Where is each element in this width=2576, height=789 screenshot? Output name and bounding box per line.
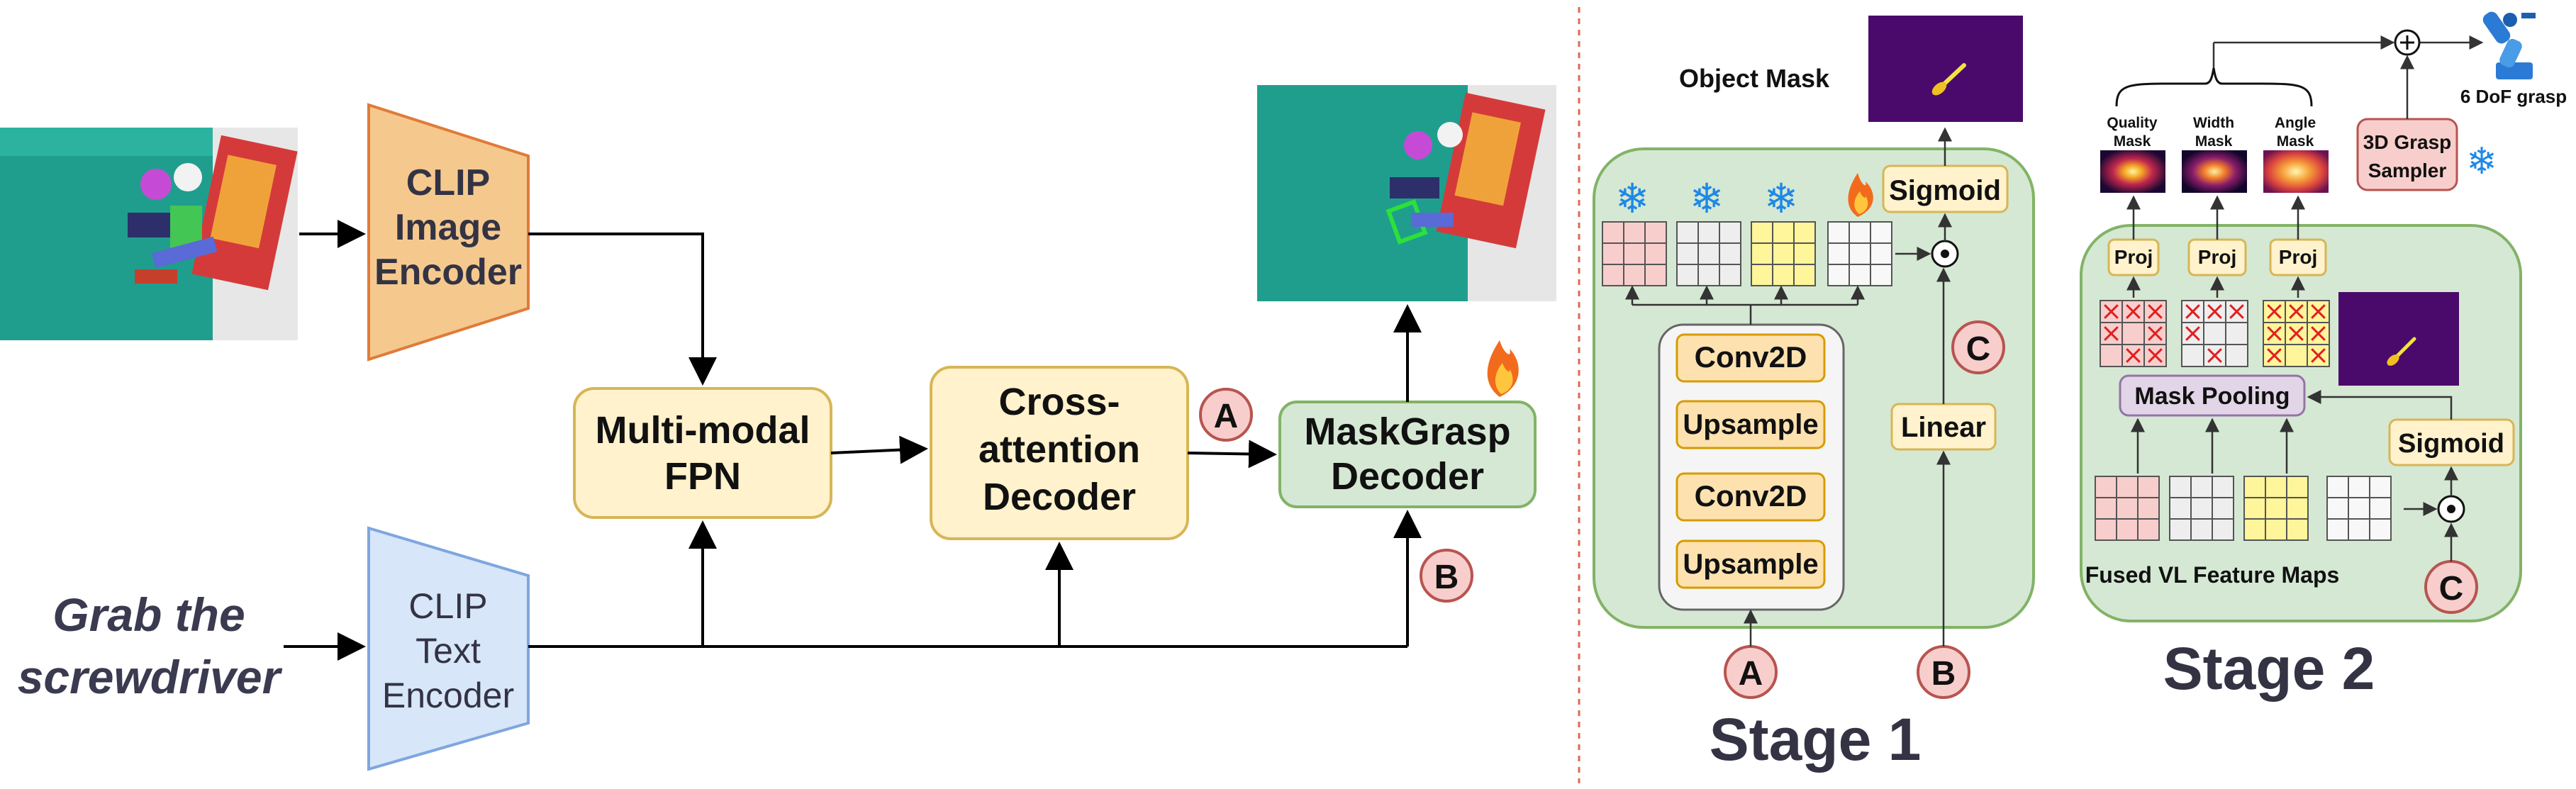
stage2-title: Stage 2 [2163, 635, 2375, 702]
feature-grid [2243, 476, 2309, 541]
snowflake-icon: ❄ [1690, 176, 1724, 222]
clip-text-encoder-label: Encoder [382, 676, 514, 715]
stage2-feature-grids [2095, 476, 2392, 541]
feature-grid [1751, 221, 1816, 286]
multimodal-fpn-label: FPN [664, 455, 741, 498]
angle-mask-label: Angle [2275, 115, 2316, 131]
elementwise-product-symbol [1931, 240, 1959, 268]
badge-c: C [1951, 320, 2005, 374]
proj-label: Proj [2114, 246, 2153, 268]
mask-pooling-label: Mask Pooling [2134, 383, 2290, 410]
snowflake-icon: ❄ [1615, 176, 1650, 222]
proj-label: Proj [2198, 246, 2236, 268]
object-mask-image [1868, 16, 2023, 122]
feature-grid [2095, 476, 2160, 541]
prompt-text: Grab the [52, 588, 245, 641]
width-heatmap [2182, 150, 2247, 193]
quality-mask-label: Mask [2114, 133, 2151, 150]
svg-text:❄: ❄ [2466, 141, 2497, 182]
angle-heatmap [2263, 150, 2329, 193]
fire-icon [1487, 340, 1519, 397]
left-connectors [284, 220, 1422, 661]
stage1-title: Stage 1 [1710, 706, 1922, 773]
upsample-block [1675, 539, 1826, 589]
prompt-text: screwdriver [18, 651, 283, 703]
fire-icon [1848, 173, 1873, 217]
stage1-connectors [1625, 127, 1952, 647]
input-scene-image [0, 128, 298, 340]
cross-attention-label: attention [978, 428, 1140, 471]
maskgrasp-decoder-label: MaskGrasp [1304, 410, 1510, 453]
quality-mask-label: Quality [2107, 115, 2158, 131]
maskgrasp-decoder-label: Decoder [1331, 455, 1484, 498]
object-mask-label: Object Mask [1679, 64, 1830, 93]
clip-text-encoder-block [367, 526, 530, 771]
upsample-label: Upsample [1683, 409, 1818, 440]
clip-text-encoder-label: Text [416, 631, 481, 671]
clip-image-encoder-label: CLIP [406, 162, 490, 203]
stage1-feature-grids [1602, 221, 1892, 286]
elementwise-product-symbol [2437, 495, 2465, 523]
masked-feature-grid [2100, 300, 2167, 367]
width-mask-label: Width [2193, 115, 2234, 131]
upsample-label: Upsample [1683, 549, 1818, 580]
feature-grid [2326, 476, 2392, 541]
snowflake-icon: ❄ [1764, 176, 1799, 222]
svg-text:C: C [1966, 330, 1991, 368]
svg-text:B: B [1931, 655, 1956, 693]
masked-feature-grid [2181, 300, 2248, 367]
quality-heatmap [2100, 150, 2165, 193]
angle-mask-label: Mask [2277, 133, 2314, 150]
svg-text:A: A [1214, 398, 1239, 435]
conv2d-label: Conv2D [1695, 340, 1807, 374]
clip-text-encoder-label: CLIP [408, 586, 487, 626]
robot-arm-icon [2482, 11, 2536, 79]
upsample-block [1675, 400, 1826, 449]
multimodal-fpn-block [573, 387, 832, 519]
svg-text:❄: ❄ [1764, 176, 1799, 222]
svg-text:❄: ❄ [1615, 176, 1650, 222]
sum-symbol [2394, 29, 2421, 56]
badge-c: C [2424, 560, 2478, 614]
stage2-mask-image [2338, 292, 2459, 386]
multimodal-fpn-label: Multi-modal [596, 409, 810, 452]
badge-b: B [1420, 549, 1473, 603]
badge-a: A [1199, 388, 1253, 442]
proj-label: Proj [2279, 246, 2317, 268]
conv2d-block [1675, 472, 1826, 522]
cross-attention-label: Cross- [998, 381, 1120, 423]
output-scene-image [1257, 85, 1556, 301]
badge-b: B [1917, 645, 1970, 699]
conv2d-label: Conv2D [1695, 479, 1807, 513]
stage2-sigmoid-label: Sigmoid [2398, 429, 2504, 459]
linear-label: Linear [1901, 412, 1986, 443]
clip-image-encoder-label: Encoder [374, 252, 522, 293]
stage1-sigmoid-label: Sigmoid [1889, 175, 2001, 206]
svg-text:❄: ❄ [1690, 176, 1724, 222]
conv2d-block [1675, 333, 1826, 383]
clip-image-encoder-label: Image [395, 207, 501, 248]
stage2-connectors [2126, 35, 2484, 561]
feature-grid [1827, 221, 1892, 286]
mask-pooling-block [2119, 374, 2306, 417]
grasp-sampler-label: 3D Grasp [2363, 131, 2452, 153]
stage2-masked-grids [2100, 300, 2330, 367]
svg-text:C: C [2439, 570, 2464, 608]
badge-a: A [1724, 645, 1778, 699]
six-dof-grasp-label: 6 DoF grasp [2460, 86, 2567, 107]
masked-feature-grid [2263, 300, 2330, 367]
feature-grid [2169, 476, 2234, 541]
svg-text:A: A [1739, 655, 1763, 693]
snowflake-icon: ❄ [2466, 141, 2497, 182]
width-mask-label: Mask [2195, 133, 2233, 150]
fused-vl-feature-maps-label: Fused VL Feature Maps [2085, 562, 2340, 588]
clip-image-encoder-block [367, 103, 530, 362]
svg-text:B: B [1434, 559, 1459, 596]
grasp-sampler-label: Sampler [2368, 160, 2447, 181]
mask-brace [2115, 67, 2313, 107]
feature-grid [1602, 221, 1667, 286]
feature-grid [1676, 221, 1741, 286]
cross-attention-label: Decoder [983, 476, 1136, 518]
